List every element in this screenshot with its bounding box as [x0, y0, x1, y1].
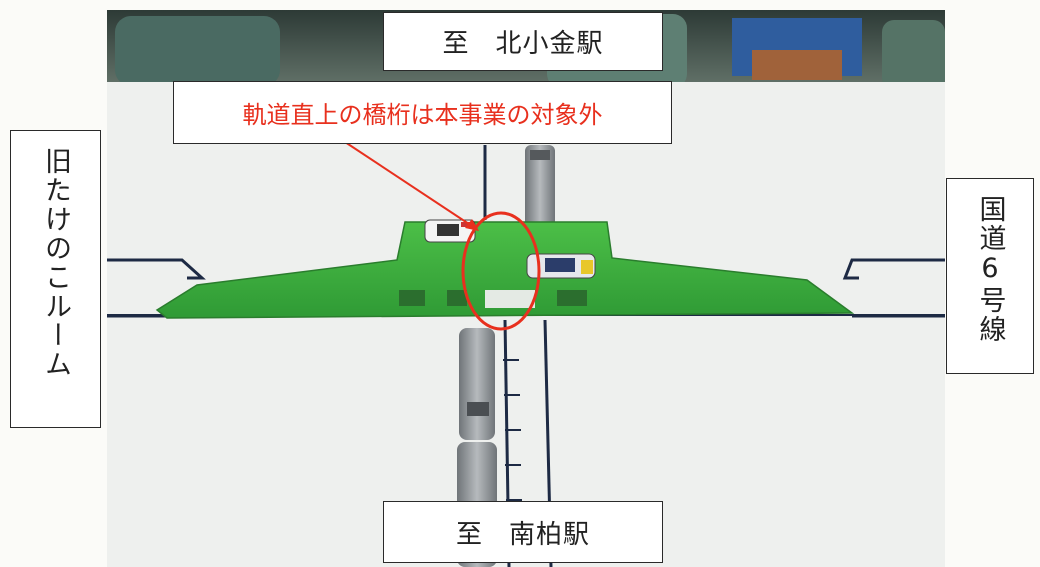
- police-car-model: [424, 219, 476, 243]
- bridge-opening-mid: [447, 290, 467, 306]
- callout-arrow-head: [465, 219, 479, 231]
- train-north: [525, 145, 555, 227]
- south-direction-label: 至 南柏駅: [383, 501, 663, 563]
- highlight-ellipse: [461, 211, 541, 331]
- train-north-window: [530, 150, 550, 160]
- callout-arrow-line: [344, 141, 476, 229]
- south-station-name: 南柏駅: [509, 519, 591, 550]
- train-south: [459, 328, 495, 440]
- box-brown: [752, 50, 842, 80]
- callout-text: 軌道直上の橋桁は本事業の対象外: [242, 101, 603, 129]
- taxi-car-model: [526, 253, 596, 279]
- bridge-opening-right: [557, 290, 587, 306]
- chair-left: [115, 16, 280, 86]
- north-station-name: 北小金駅: [495, 29, 604, 59]
- north-direction-label: 至 北小金駅: [383, 12, 663, 71]
- track-ties: [503, 359, 522, 501]
- bridge-opening-center: [485, 290, 535, 308]
- south-prefix: 至: [455, 519, 483, 550]
- bridge-opening-left: [399, 290, 425, 306]
- chair-right: [882, 20, 945, 90]
- west-direction-label: 旧たけのこルーム: [10, 130, 101, 428]
- east-label-text: 国道6号線: [974, 195, 1006, 344]
- train-south-window: [467, 402, 489, 416]
- west-label-text: 旧たけのこルーム: [40, 147, 71, 379]
- callout-box: 軌道直上の橋桁は本事業の対象外: [173, 81, 672, 144]
- green-bridge-model: [155, 221, 855, 319]
- north-prefix: 至: [442, 29, 470, 59]
- east-direction-label: 国道6号線: [946, 178, 1034, 374]
